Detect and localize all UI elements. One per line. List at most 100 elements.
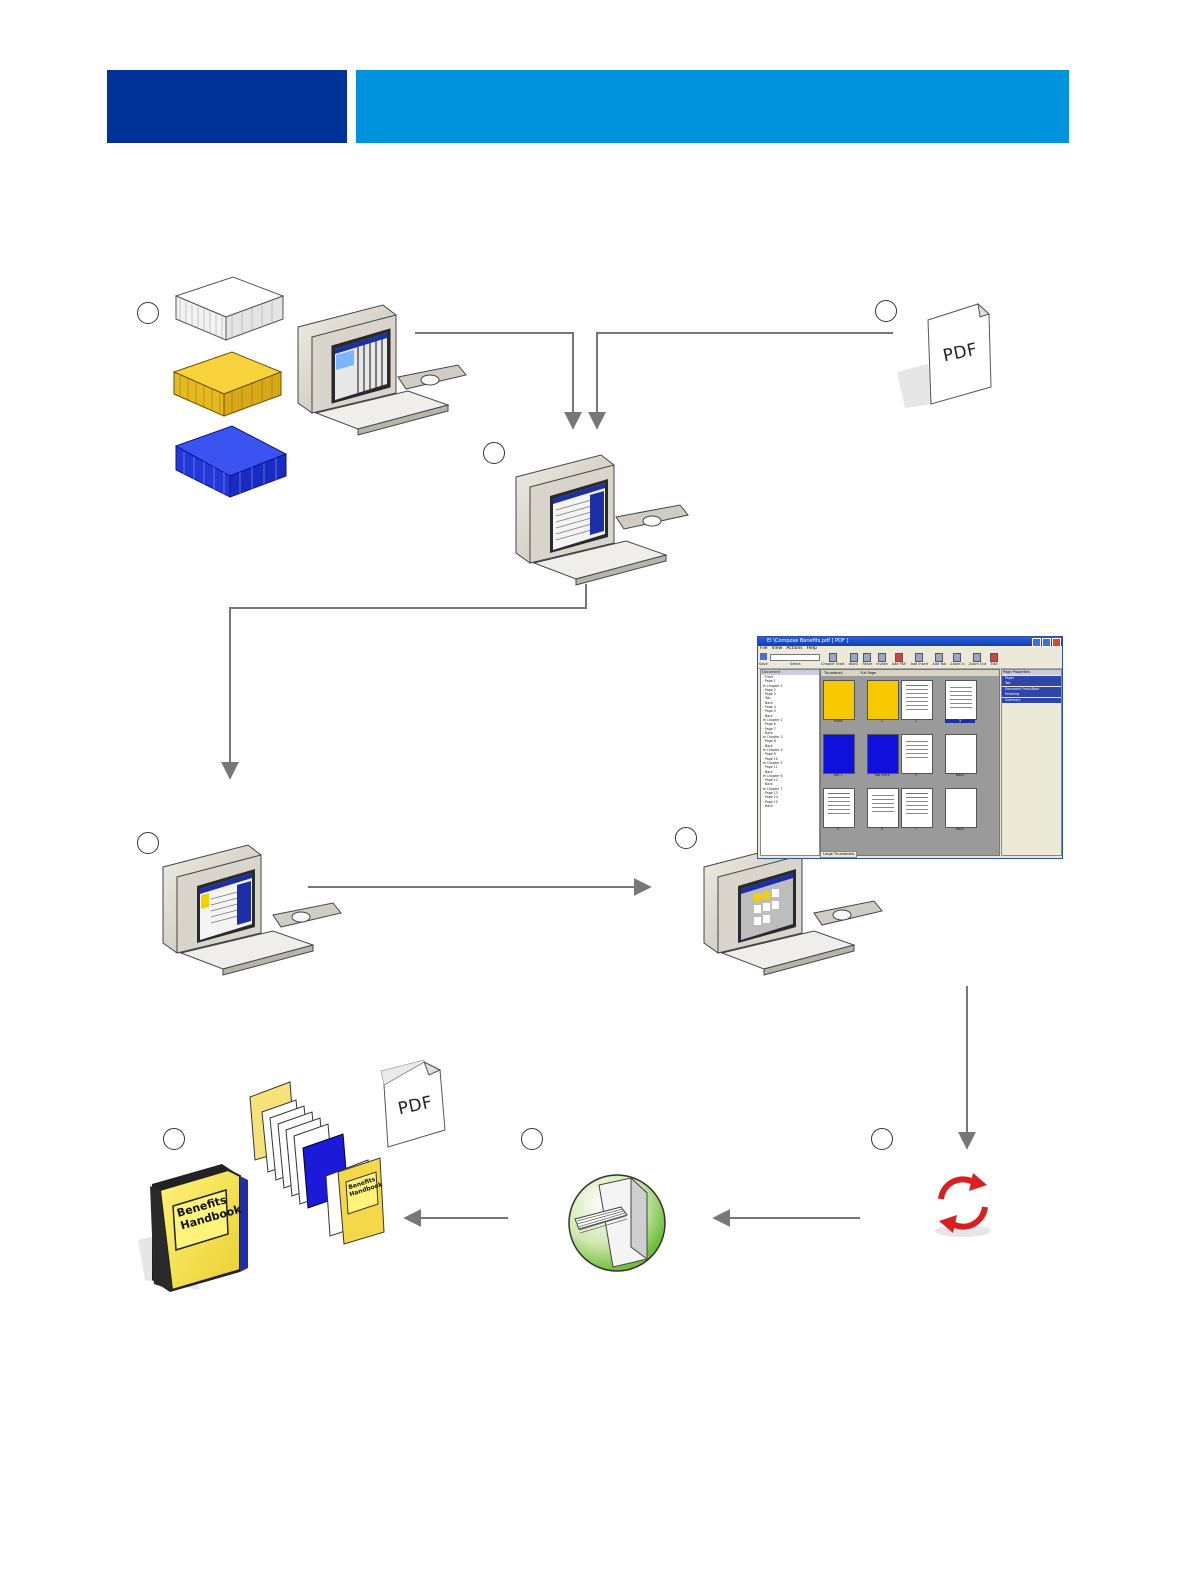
tab-full-page[interactable]: Full Page: [860, 671, 877, 675]
tree-item[interactable]: · Page 14: [763, 795, 778, 800]
thumbnail-page[interactable]: [901, 788, 933, 828]
save-label: Save: [759, 662, 768, 666]
tree-item[interactable]: · Page 2: [763, 687, 776, 692]
property-paper[interactable]: Paper: [1002, 675, 1061, 681]
tree-item[interactable]: ⊟ Chapter 4: [763, 748, 783, 753]
property-summary[interactable]: Summary: [1002, 697, 1061, 703]
thumbnail-page[interactable]: [823, 734, 855, 774]
menu-actions[interactable]: Actions: [786, 646, 803, 651]
tree-item[interactable]: · Page 11: [763, 765, 778, 770]
close-button[interactable]: [1052, 638, 1061, 647]
step-marker-1: [137, 302, 159, 324]
tree-item[interactable]: ⊟ Chapter 2: [763, 717, 783, 722]
thumbnail-pane: Thumbnail Full Page Front 1: [820, 669, 1000, 856]
tree-item[interactable]: · Page 3: [763, 692, 776, 697]
arrow-pdf-to-computer2: [588, 332, 893, 430]
tree-item[interactable]: · Page 12: [763, 778, 778, 783]
tree-item[interactable]: · Page 8: [763, 739, 776, 744]
step-marker-4: [137, 832, 159, 854]
thumbnail-page[interactable]: [823, 680, 855, 720]
toolbar-chapter-start-button[interactable]: Chapter Start: [821, 653, 845, 666]
computer-workstation-1: [297, 304, 467, 436]
tree-item[interactable]: · Back: [763, 803, 773, 808]
document-tree: · Front· Page 1⊟ Chapter 1· Page 2· Page…: [761, 675, 819, 808]
tree-item[interactable]: · Tab: [763, 696, 771, 701]
app-menu-bar: File View Actions Help: [758, 646, 1062, 652]
compose-app-window: EI \Compose Benefits.pdf [ PDF ] File Vi…: [757, 636, 1063, 859]
sync-icon: [935, 1173, 991, 1237]
tree-item[interactable]: · Back: [763, 743, 773, 748]
tree-item[interactable]: ⊟ Chapter 7: [763, 786, 783, 791]
thumbnail-label: 7: [914, 827, 918, 831]
toolbar-add-tab-button[interactable]: Add Tab: [932, 653, 946, 666]
thumbnail-label: Back: [955, 773, 965, 777]
toolbar-edit-button[interactable]: Edit: [990, 653, 999, 666]
tree-item[interactable]: · Back: [763, 782, 773, 787]
toolbar-add-insert-button[interactable]: Add Insert: [910, 653, 928, 666]
computer-workstation-3: [162, 844, 342, 976]
tree-item[interactable]: · Page 10: [763, 756, 778, 761]
thumbnail-page[interactable]: [945, 680, 977, 720]
tree-item[interactable]: · Page 15: [763, 799, 778, 804]
minimize-button[interactable]: [1032, 638, 1041, 647]
thumbnail-page[interactable]: [867, 680, 899, 720]
tab-thumbnail[interactable]: Thumbnail: [824, 671, 843, 675]
benefits-handbook-book: [138, 1164, 248, 1292]
thumbnail-page[interactable]: [901, 734, 933, 774]
toolbar-zoom-out-button[interactable]: Zoom Out: [969, 653, 986, 666]
step-marker-6: [163, 1128, 185, 1150]
tree-item[interactable]: · Page 13: [763, 791, 778, 796]
tree-item[interactable]: · Front: [763, 675, 774, 679]
tree-item[interactable]: ⊟ Chapter 3: [763, 735, 783, 740]
thumbnail-page[interactable]: [945, 788, 977, 828]
menu-file[interactable]: File: [760, 646, 768, 651]
tree-item[interactable]: ⊟ Chapter 6: [763, 773, 783, 778]
property-finishing[interactable]: Finishing: [1002, 692, 1061, 697]
thumbnail-label: 1: [880, 719, 884, 723]
toolbar-add-pdf-button[interactable]: Add PDF: [892, 653, 906, 666]
save-icon[interactable]: [760, 653, 767, 660]
select-label: Select: [790, 662, 801, 666]
toolbar-invoke-button[interactable]: Invoke: [876, 653, 888, 666]
connector-arrows: [221, 332, 976, 1227]
tree-item[interactable]: · Back: [763, 769, 773, 774]
pdf-document-bottom: [380, 1059, 446, 1148]
select-dropdown[interactable]: [770, 654, 820, 661]
step-marker-8: [871, 1128, 893, 1150]
maximize-button[interactable]: [1042, 638, 1051, 647]
thumbnail-page[interactable]: [823, 788, 855, 828]
thumbnail-label: Back: [955, 827, 965, 831]
pdf-document-top: [897, 302, 992, 408]
tree-item[interactable]: · Page 6: [763, 722, 776, 727]
step-marker-3: [483, 442, 505, 464]
menu-view[interactable]: View: [771, 646, 783, 651]
thumbnail-label: 6: [880, 827, 884, 831]
header-bar-left: [107, 70, 347, 143]
toolbar-reset-button[interactable]: Reset: [862, 653, 872, 666]
thumbnail-page[interactable]: [867, 734, 899, 774]
yellow-paper-stack: [172, 351, 283, 417]
tree-item[interactable]: ⊟ Chapter 5: [763, 760, 783, 765]
menu-help[interactable]: Help: [806, 646, 817, 651]
step-marker-7: [521, 1128, 543, 1150]
printer-output-icon: [568, 1174, 666, 1272]
tree-item[interactable]: · Page 5: [763, 709, 776, 714]
thumbnail-page[interactable]: [901, 680, 933, 720]
thumbnail-page[interactable]: [945, 734, 977, 774]
toolbar-zoom-in-button[interactable]: Zoom In: [950, 653, 965, 666]
tree-item[interactable]: · Page 1: [763, 679, 776, 684]
property-document-front-back[interactable]: Document Front/Back: [1002, 686, 1061, 692]
tree-item[interactable]: · Page 7: [763, 726, 776, 731]
thumbnail-size-select[interactable]: Large Thumbnails: [820, 851, 858, 858]
tree-item[interactable]: · Page 9: [763, 752, 776, 757]
white-paper-stack: [174, 276, 285, 341]
tree-item[interactable]: · Back: [763, 700, 773, 705]
toolbar-blank-button[interactable]: Blank: [849, 653, 858, 666]
tree-item[interactable]: · Back: [763, 730, 773, 735]
tree-item[interactable]: · Back: [763, 713, 773, 718]
tree-item[interactable]: · Page 4: [763, 705, 776, 710]
property-tab[interactable]: Tab: [1002, 681, 1061, 686]
tree-item[interactable]: ⊟ Chapter 1: [763, 683, 783, 688]
thumbnail-page[interactable]: [867, 788, 899, 828]
